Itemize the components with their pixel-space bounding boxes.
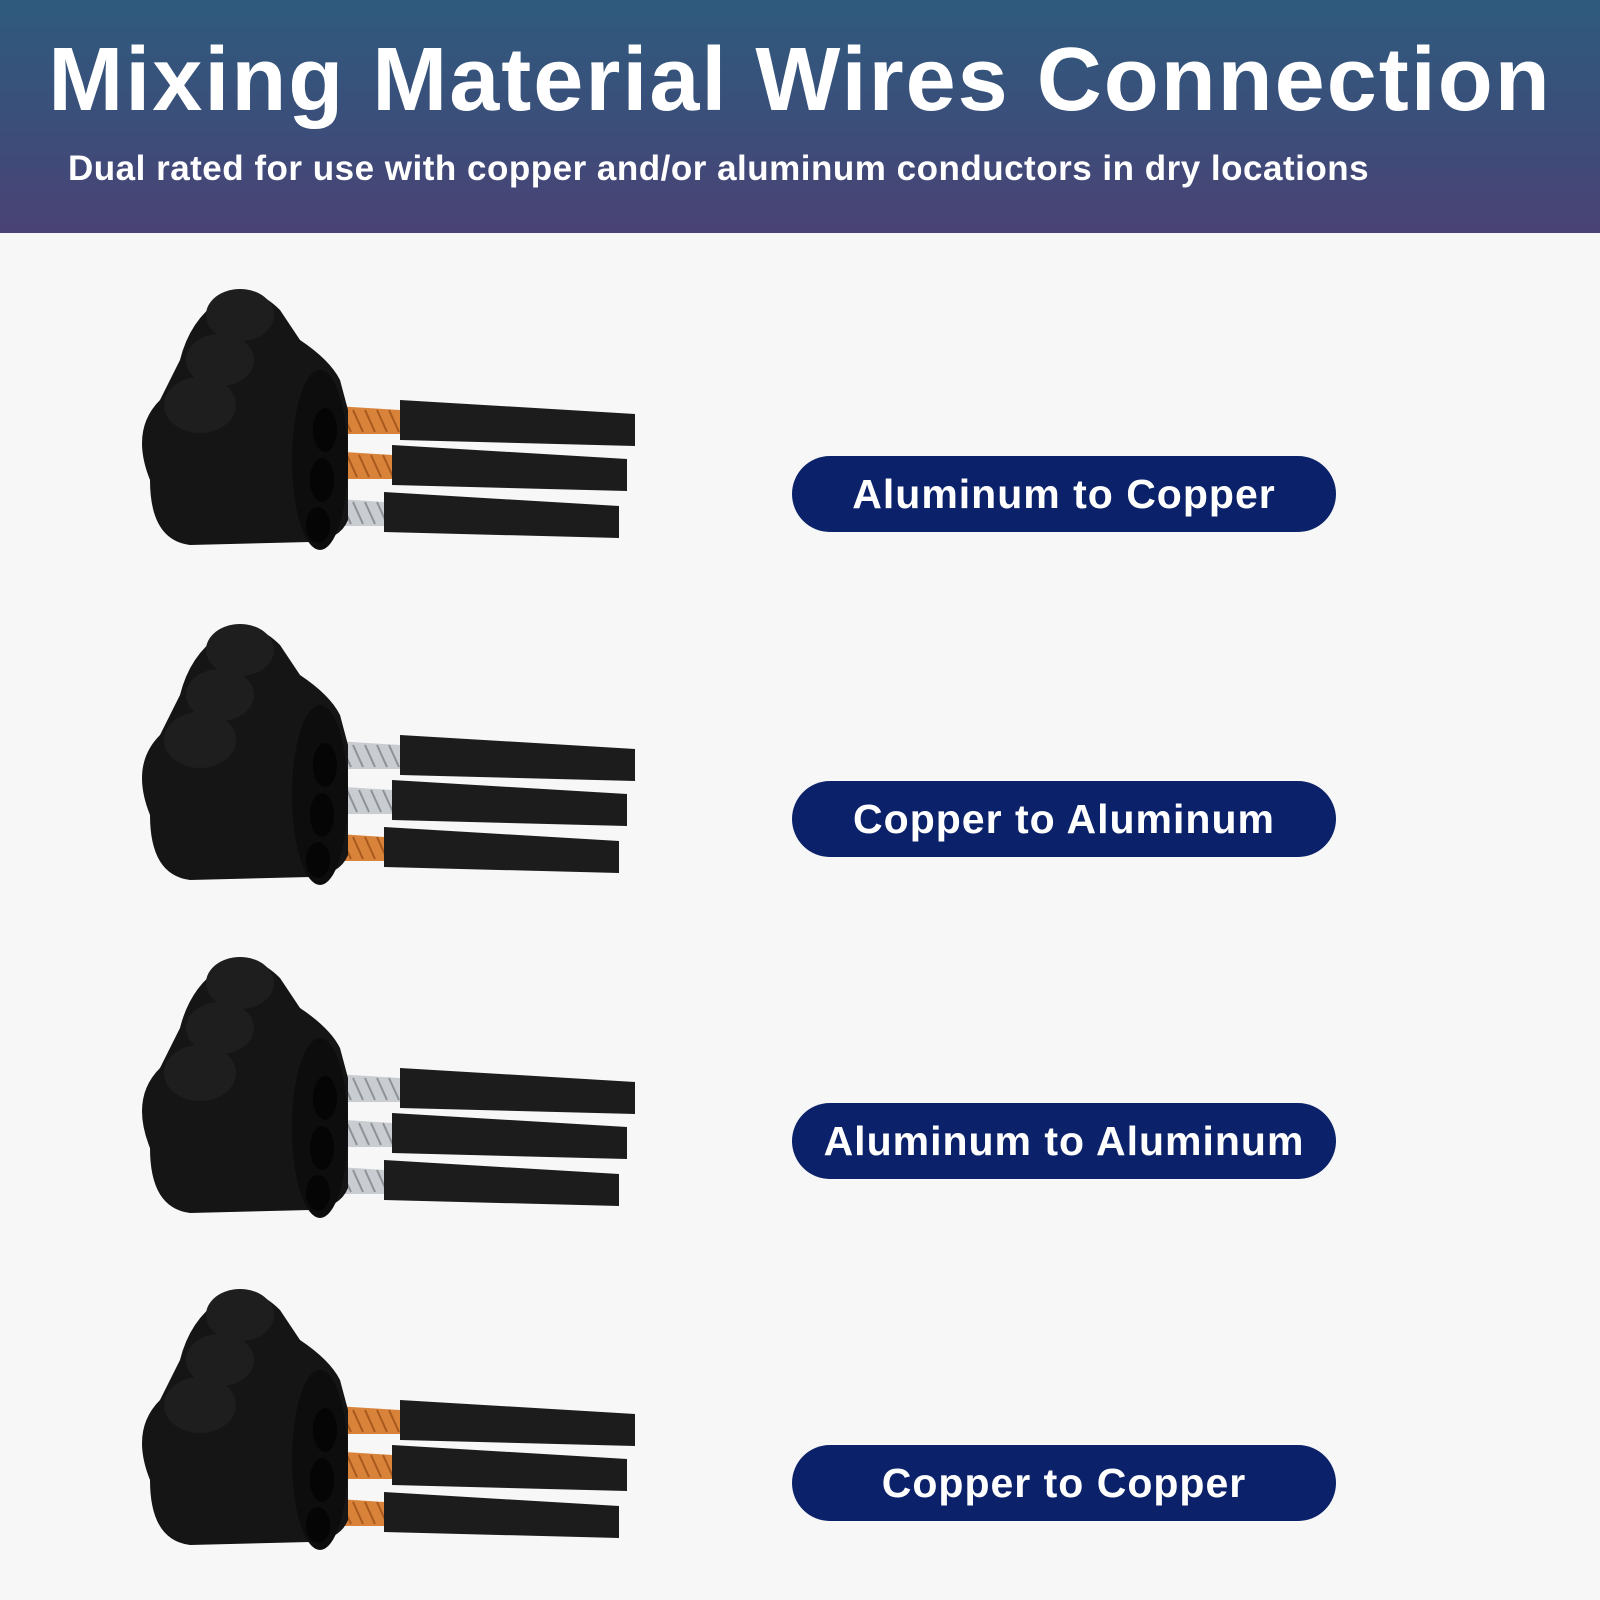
- connector-body: [142, 957, 348, 1218]
- wire-insulation: [392, 445, 627, 491]
- header-banner: Mixing Material Wires Connection Dual ra…: [0, 0, 1600, 233]
- conductor-strand: [376, 744, 388, 768]
- conductor-strand: [358, 1454, 370, 1478]
- conductor-strand: [364, 1501, 376, 1525]
- conductor-strand: [364, 1169, 376, 1193]
- connection-row-2: Copper to Aluminum: [0, 615, 1600, 935]
- wire-insulation: [400, 400, 635, 446]
- conductor-strand: [352, 836, 364, 860]
- connector-body: [142, 624, 348, 885]
- wire-group: [323, 1400, 635, 1538]
- connector-image: [142, 1289, 635, 1550]
- connection-row-1: Aluminum to Copper: [0, 280, 1600, 600]
- connector-image: [142, 289, 635, 550]
- connector-body: [142, 1289, 348, 1550]
- conductor-strand: [346, 789, 358, 813]
- connector-image: [142, 624, 635, 885]
- wire-insulation: [400, 735, 635, 781]
- conductor-strand: [376, 1409, 388, 1433]
- conductor-strand: [376, 1077, 388, 1101]
- wire-insulation: [384, 827, 619, 873]
- wire-group: [323, 400, 635, 538]
- conductor-strand: [382, 789, 394, 813]
- conductor-strand: [352, 1169, 364, 1193]
- page-subtitle: Dual rated for use with copper and/or al…: [68, 149, 1370, 188]
- conductor-strand: [358, 789, 370, 813]
- conductor-strand: [370, 789, 382, 813]
- conductor-strand: [352, 1077, 364, 1101]
- wire-group: [323, 735, 635, 873]
- connection-label-pill: Copper to Aluminum: [792, 781, 1336, 857]
- conductor-strand: [352, 409, 364, 433]
- wire-insulation: [400, 1068, 635, 1114]
- conductor-strand: [352, 1501, 364, 1525]
- conductor-strand: [364, 501, 376, 525]
- conductor-strand: [364, 1409, 376, 1433]
- page-title: Mixing Material Wires Connection: [48, 30, 1552, 130]
- conductor-strand: [358, 1122, 370, 1146]
- conductor-strand: [388, 1077, 400, 1101]
- conductor-strand: [358, 454, 370, 478]
- wire-insulation: [384, 1160, 619, 1206]
- conductor-strand: [346, 1454, 358, 1478]
- connector-image: [142, 957, 635, 1218]
- conductor-strand: [370, 454, 382, 478]
- conductor-strand: [346, 454, 358, 478]
- wire-insulation: [384, 492, 619, 538]
- conductor-strand: [382, 1454, 394, 1478]
- wire-insulation: [400, 1400, 635, 1446]
- wire-insulation: [392, 780, 627, 826]
- conductor-strand: [346, 1122, 358, 1146]
- wire-insulation: [392, 1445, 627, 1491]
- conductor-strand: [388, 744, 400, 768]
- conductor-strand: [352, 744, 364, 768]
- conductor-strand: [370, 1122, 382, 1146]
- wire-insulation: [384, 1492, 619, 1538]
- connector-body: [142, 289, 348, 550]
- conductor-strand: [376, 409, 388, 433]
- connection-label-pill: Aluminum to Aluminum: [792, 1103, 1336, 1179]
- wire-insulation: [392, 1113, 627, 1159]
- conductor-strand: [388, 409, 400, 433]
- connection-label-pill: Aluminum to Copper: [792, 456, 1336, 532]
- conductor-strand: [382, 454, 394, 478]
- conductor-strand: [364, 1077, 376, 1101]
- conductor-strand: [382, 1122, 394, 1146]
- connection-row-4: Copper to Copper: [0, 1280, 1600, 1600]
- conductor-strand: [352, 501, 364, 525]
- conductor-strand: [370, 1454, 382, 1478]
- conductor-strand: [364, 744, 376, 768]
- conductor-strand: [364, 409, 376, 433]
- connection-row-3: Aluminum to Aluminum: [0, 948, 1600, 1268]
- connection-label-pill: Copper to Copper: [792, 1445, 1336, 1521]
- conductor-strand: [388, 1409, 400, 1433]
- conductor-strand: [352, 1409, 364, 1433]
- conductor-strand: [364, 836, 376, 860]
- wire-group: [323, 1068, 635, 1206]
